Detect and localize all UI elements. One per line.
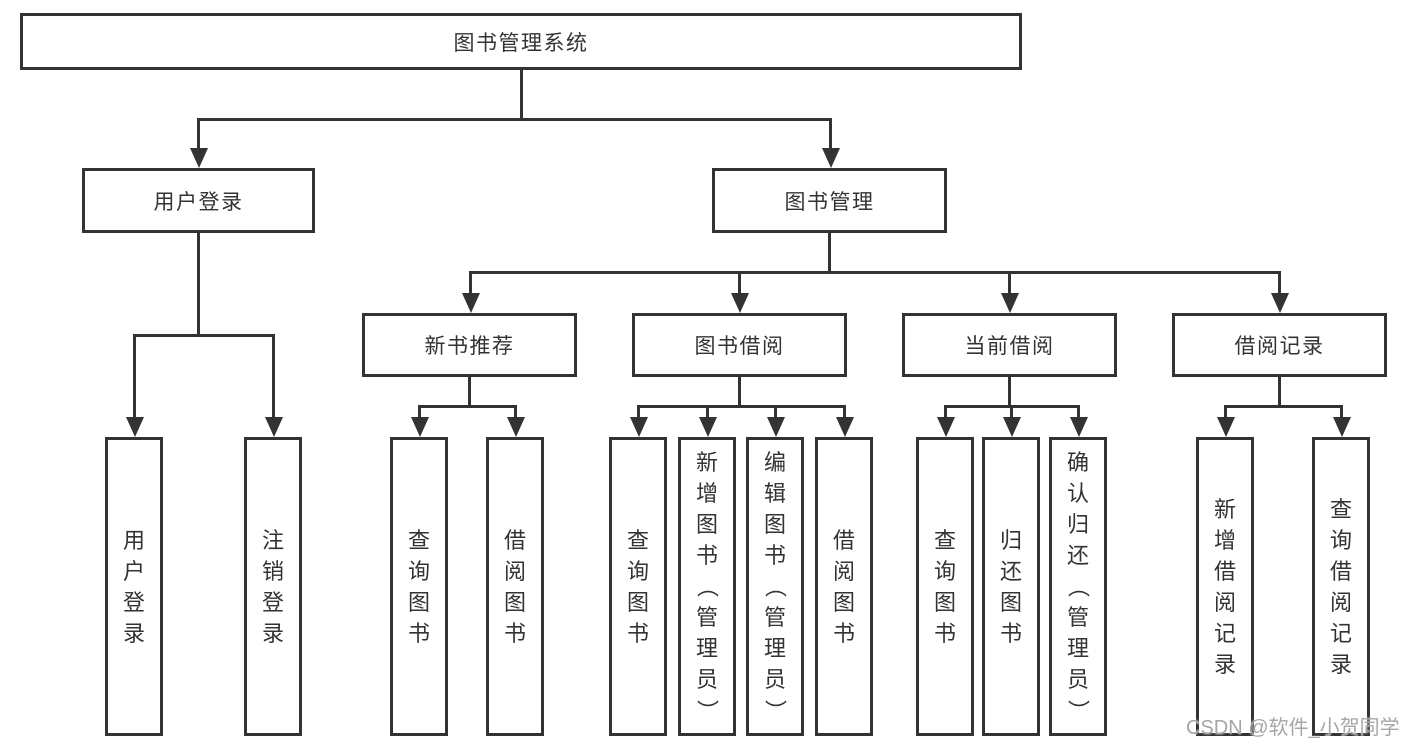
- arrow-down-icon: [821, 118, 840, 168]
- node-new-book-recommendation: 新书推荐: [362, 313, 577, 377]
- node-borrowing-records: 借阅记录: [1172, 313, 1387, 377]
- node-library-management-system: 图书管理系统: [20, 13, 1022, 70]
- arrow-down-icon: [125, 334, 144, 437]
- node-current-borrowing: 当前借阅: [902, 313, 1117, 377]
- node-user-login-leaf: 用户登录: [105, 437, 163, 736]
- connector-line: [1224, 405, 1343, 408]
- connector-line: [469, 271, 1281, 274]
- arrow-down-icon: [1332, 405, 1351, 437]
- connector-line: [133, 334, 275, 337]
- node-return-books: 归还图书: [982, 437, 1040, 736]
- connector-line: [637, 405, 846, 408]
- arrow-down-icon: [189, 118, 208, 168]
- arrow-down-icon: [730, 271, 749, 313]
- connector-line: [418, 405, 517, 408]
- arrow-down-icon: [835, 405, 854, 437]
- node-add-borrow-record: 新增借阅记录: [1196, 437, 1254, 736]
- connector-line: [197, 231, 200, 336]
- node-borrow-books-recommend: 借阅图书: [486, 437, 544, 736]
- arrow-down-icon: [264, 334, 283, 437]
- connector-line: [738, 375, 741, 408]
- arrow-down-icon: [766, 405, 785, 437]
- node-confirm-return-admin: 确认归还（管理员）: [1049, 437, 1107, 736]
- node-edit-book-admin: 编辑图书（管理员）: [746, 437, 804, 736]
- node-user-login: 用户登录: [82, 168, 315, 233]
- connector-line: [520, 68, 523, 120]
- connector-line: [468, 375, 471, 408]
- arrow-down-icon: [461, 271, 480, 313]
- arrow-down-icon: [936, 405, 955, 437]
- arrow-down-icon: [506, 405, 525, 437]
- node-book-management: 图书管理: [712, 168, 947, 233]
- node-borrow-books-leaf: 借阅图书: [815, 437, 873, 736]
- arrow-down-icon: [629, 405, 648, 437]
- node-add-book-admin: 新增图书（管理员）: [678, 437, 736, 736]
- arrow-down-icon: [1069, 405, 1088, 437]
- connector-line: [1008, 375, 1011, 408]
- arrow-down-icon: [1000, 271, 1019, 313]
- csdn-watermark: CSDN @软件_小贺同学: [1186, 717, 1400, 739]
- node-book-borrowing: 图书借阅: [632, 313, 847, 377]
- arrow-down-icon: [410, 405, 429, 437]
- arrow-down-icon: [698, 405, 717, 437]
- node-logout: 注销登录: [244, 437, 302, 736]
- node-query-borrow-record: 查询借阅记录: [1312, 437, 1370, 736]
- arrow-down-icon: [1216, 405, 1235, 437]
- node-query-books-current: 查询图书: [916, 437, 974, 736]
- node-query-books-recommend: 查询图书: [390, 437, 448, 736]
- arrow-down-icon: [1002, 405, 1021, 437]
- connector-line: [197, 118, 832, 121]
- connector-line: [1278, 375, 1281, 408]
- node-query-books-borrowing: 查询图书: [609, 437, 667, 736]
- connector-line: [828, 231, 831, 273]
- arrow-down-icon: [1270, 271, 1289, 313]
